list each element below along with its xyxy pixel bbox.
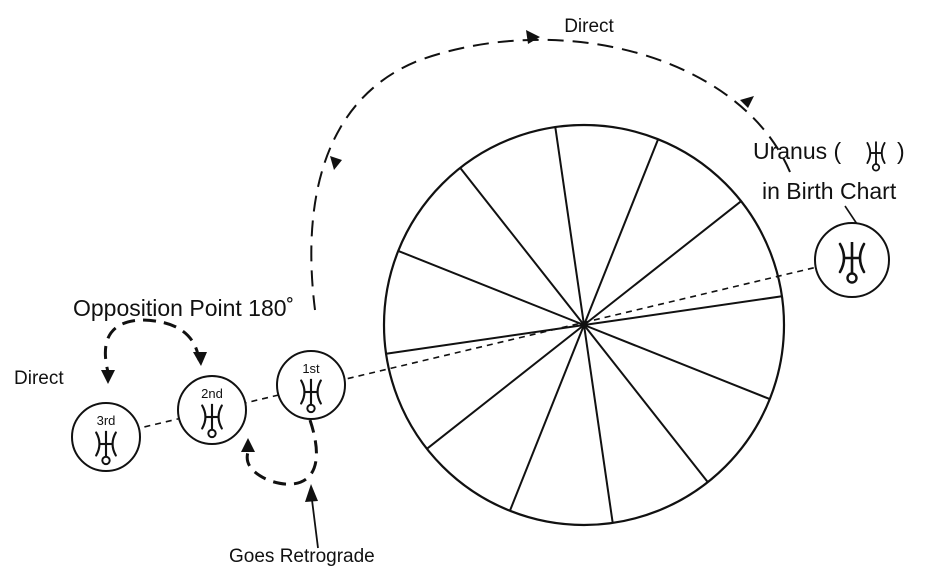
arrowhead-icon [241, 438, 255, 452]
arrowhead-icon [193, 352, 207, 366]
house-spoke-7 [583, 324, 614, 524]
house-spoke-6 [508, 324, 585, 512]
arrowhead-icon [526, 30, 540, 44]
house-spoke-5 [426, 324, 585, 450]
house-spoke-11 [583, 200, 742, 326]
uranus-label-line2: in Birth Chart [762, 178, 897, 204]
position-label-3rd: 3rd [97, 413, 116, 428]
house-spoke-10 [583, 295, 783, 326]
transit-position-2nd: 2nd [177, 375, 247, 445]
opposition-point-label: Opposition Point 180˚ [73, 295, 294, 321]
house-spoke-2 [459, 167, 585, 326]
transit-position-3rd: 3rd [71, 402, 141, 472]
house-spoke-3 [397, 249, 585, 326]
direct-motion-arc [310, 38, 791, 311]
zodiac-wheel [382, 123, 786, 527]
position-label-2nd: 2nd [201, 386, 223, 401]
arrowhead-icon [101, 370, 115, 384]
birth-callout-line [844, 205, 858, 225]
retrograde-pointer-line [311, 499, 319, 549]
house-spoke-8 [583, 324, 709, 483]
uranus-glyph-icon [866, 140, 886, 172]
uranus-label-line1: Uranus ( [753, 138, 842, 164]
direct-label-top: Direct [564, 16, 614, 37]
position-label-1st: 1st [302, 361, 320, 376]
retrograde-loop-arc [245, 419, 318, 486]
arrowhead-icon [740, 96, 754, 108]
house-spokes [385, 126, 783, 524]
arrowhead-icon [330, 156, 342, 170]
uranus-birth-label: Uranus ( ) in Birth Chart [753, 138, 905, 204]
direct-label-left: Direct [14, 368, 64, 389]
uranus-birth-position [814, 205, 890, 298]
house-spoke-1 [554, 126, 585, 326]
arrowhead-icon [305, 484, 318, 502]
wheel-outline [382, 123, 786, 527]
house-spoke-9 [583, 324, 771, 401]
direct-loop-arc [103, 318, 201, 373]
transit-position-1st: 1st [276, 350, 346, 420]
goes-retrograde-label: Goes Retrograde [229, 546, 375, 567]
uranus-label-paren: ) [897, 138, 905, 164]
house-spoke-12 [583, 138, 660, 326]
